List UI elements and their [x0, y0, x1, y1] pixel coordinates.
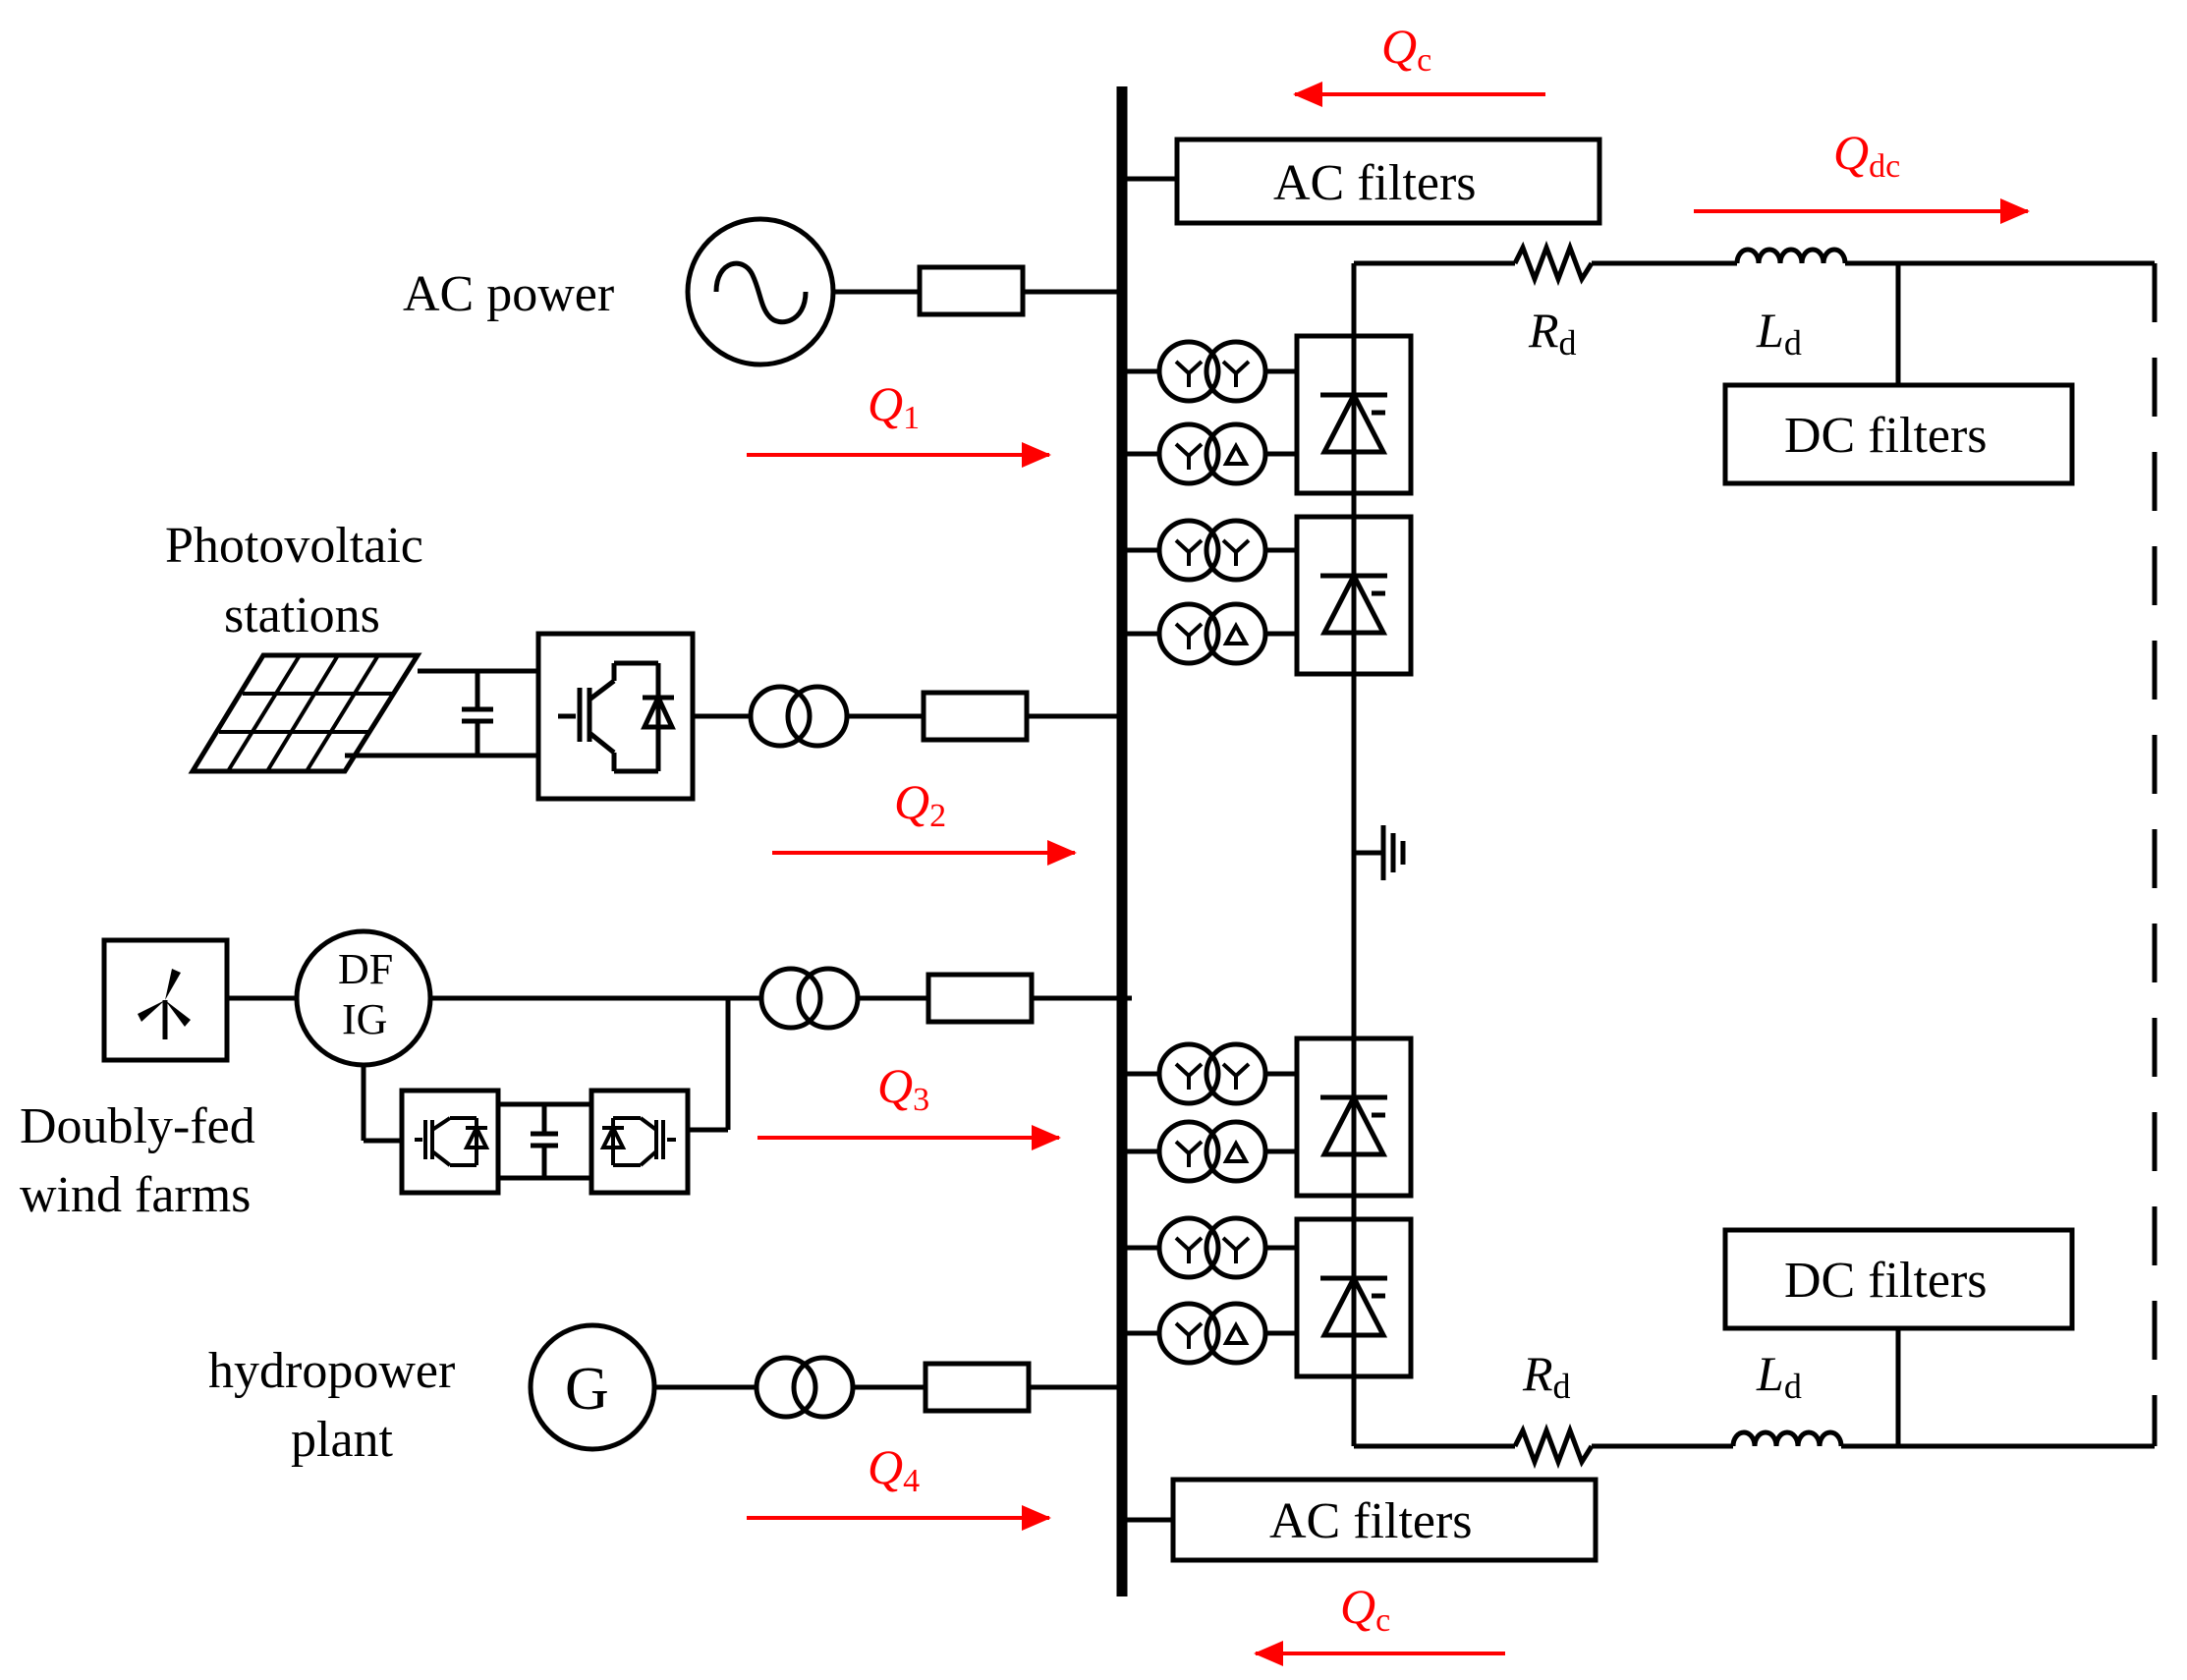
qc-top-label: Qc [1381, 19, 1431, 79]
ac-filters-top [1122, 137, 1602, 226]
flow-arrows [747, 82, 2030, 1666]
photovoltaic-label-line1: Photovoltaic [165, 518, 423, 574]
q1-label: Q1 [868, 376, 920, 436]
doubly-fed-label-line2: wind farms [20, 1167, 251, 1223]
ac-filters-bottom [1122, 1477, 1598, 1563]
q3-label: Q3 [877, 1058, 929, 1118]
generator-symbol: G [565, 1356, 609, 1423]
ld-top-label: Ld [1756, 303, 1802, 363]
hydropower-label-line2: plant [291, 1412, 394, 1468]
hydropower-plant [528, 1322, 1122, 1452]
photovoltaic-label-line2: stations [224, 588, 380, 644]
ld-bottom-label: Ld [1756, 1346, 1802, 1406]
ac-power-label: AC power [403, 266, 614, 322]
qdc-label: Qdc [1833, 125, 1900, 185]
converter-transformer-1 [1156, 339, 1268, 486]
converter-transformer-2 [1156, 518, 1268, 666]
dc-line-top [1351, 240, 2155, 486]
doubly-fed-wind-farm [101, 928, 1132, 1196]
valve-group-2 [1294, 514, 1414, 677]
ac-filters-bottom-label: AC filters [1269, 1493, 1473, 1549]
q4-label: Q4 [868, 1439, 920, 1499]
wind-turbine-icon [138, 969, 191, 1039]
photovoltaic-station [188, 631, 1122, 802]
dc-filters-top-label: DC filters [1784, 408, 1988, 464]
rd-top-label: Rd [1528, 303, 1577, 363]
valve-group-4 [1294, 1216, 1414, 1379]
hydropower-label-line1: hydropower [208, 1343, 455, 1399]
dfig-label-line1: DF [338, 945, 393, 993]
q2-label: Q2 [894, 774, 946, 834]
doubly-fed-label-line1: Doubly-fed [20, 1098, 255, 1154]
converter-transformer-3 [1156, 1041, 1268, 1184]
converter-transformer-4 [1156, 1215, 1268, 1366]
ground-icon [1354, 825, 1406, 880]
qc-bottom-label: Qc [1340, 1579, 1390, 1639]
dc-line-bottom [1351, 1227, 2155, 1470]
ac-filters-top-label: AC filters [1273, 155, 1477, 211]
rd-bottom-label: Rd [1522, 1346, 1571, 1406]
converter-groups [1122, 333, 1414, 1379]
valve-group-1 [1294, 333, 1414, 496]
ac-power-source [685, 216, 1122, 367]
dfig-label-line2: IG [342, 995, 387, 1043]
dc-filters-bottom-label: DC filters [1784, 1253, 1988, 1309]
valve-group-3 [1294, 1036, 1414, 1199]
